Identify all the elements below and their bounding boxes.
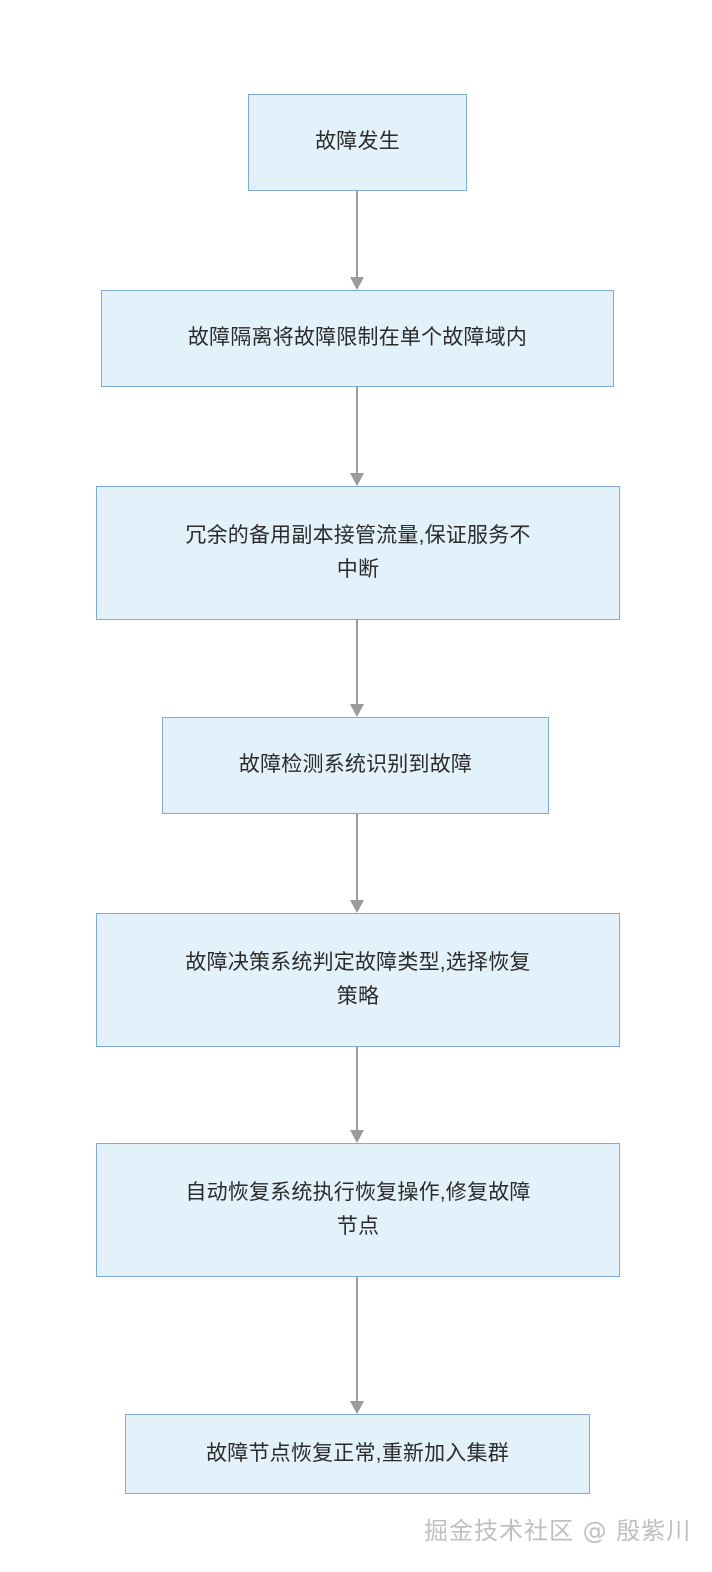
flow-node-label: 冗余的备用副本接管流量,保证服务不 中断 [185, 523, 531, 581]
flow-node-n5[interactable]: 故障决策系统判定故障类型,选择恢复 策略 [96, 913, 620, 1047]
arrow-shaft [356, 387, 358, 473]
flow-node-n4[interactable]: 故障检测系统识别到故障 [162, 717, 549, 814]
arrow-head-icon [350, 1401, 364, 1414]
arrow-shaft [356, 1047, 358, 1130]
flow-node-label: 故障隔离将故障限制在单个故障域内 [187, 326, 528, 350]
arrow-shaft [356, 620, 358, 704]
flow-node-n2[interactable]: 故障隔离将故障限制在单个故障域内 [101, 290, 614, 387]
arrow-shaft [356, 191, 358, 277]
watermark: 掘金技术社区 @ 殷紫川 [424, 1517, 692, 1545]
flow-node-label: 故障节点恢复正常,重新加入集群 [206, 1441, 509, 1465]
arrow-shaft [356, 814, 358, 900]
arrow-head-icon [350, 900, 364, 913]
arrow-head-icon [350, 473, 364, 486]
arrow-head-icon [350, 1130, 364, 1143]
arrow-head-icon [350, 704, 364, 717]
flow-node-n3[interactable]: 冗余的备用副本接管流量,保证服务不 中断 [96, 486, 620, 620]
flow-node-n1[interactable]: 故障发生 [248, 94, 467, 191]
flow-node-label: 故障发生 [315, 130, 400, 154]
arrow-shaft [356, 1277, 358, 1401]
flow-node-label: 故障决策系统判定故障类型,选择恢复 策略 [185, 950, 531, 1008]
flow-node-label: 故障检测系统识别到故障 [238, 753, 473, 777]
flow-node-label: 自动恢复系统执行恢复操作,修复故障 节点 [185, 1180, 531, 1238]
flow-node-n7[interactable]: 故障节点恢复正常,重新加入集群 [125, 1414, 590, 1494]
flow-node-n6[interactable]: 自动恢复系统执行恢复操作,修复故障 节点 [96, 1143, 620, 1277]
arrow-head-icon [350, 277, 364, 290]
